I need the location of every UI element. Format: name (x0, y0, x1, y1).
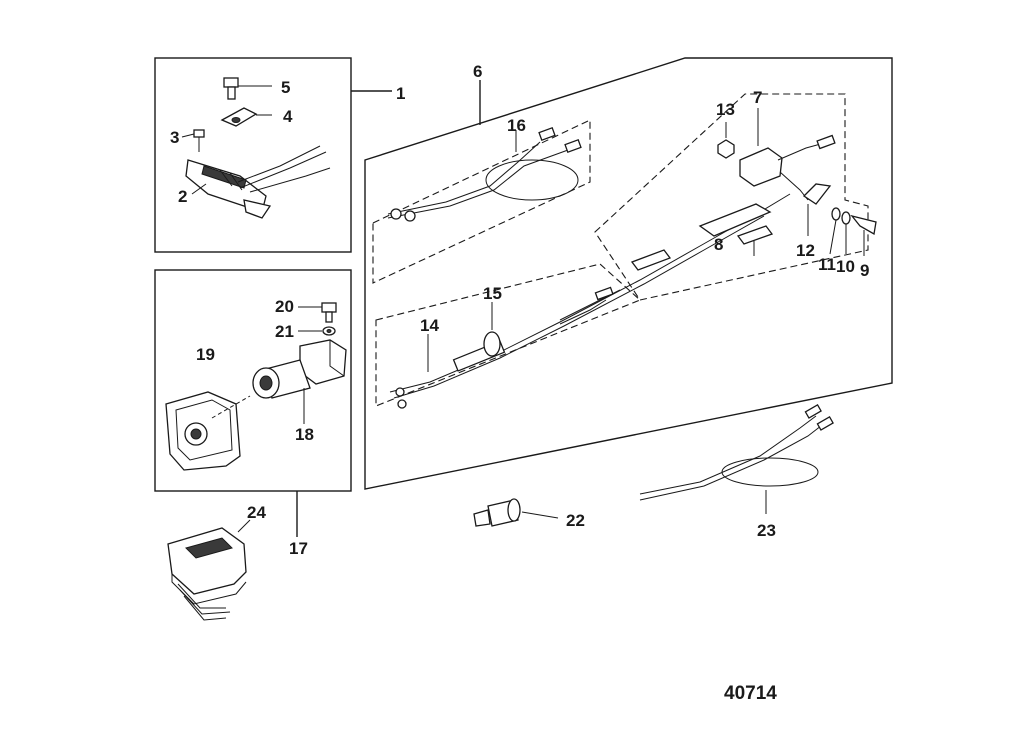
callout-12: 12 (796, 241, 815, 260)
frame-harness-6 (364, 57, 893, 490)
callout-21: 21 (275, 322, 294, 341)
callout-15: 15 (483, 284, 502, 303)
callout-7: 7 (753, 88, 762, 107)
part-3-screw (181, 129, 205, 152)
frame-assembly-17 (154, 269, 352, 537)
part-11-washer (829, 207, 841, 255)
part-2-terminal-block (185, 145, 331, 219)
callout-5: 5 (281, 78, 290, 97)
callout-4: 4 (283, 107, 293, 126)
part-20-screw (298, 302, 337, 323)
callout-2: 2 (178, 187, 187, 206)
part-9-screw (850, 214, 877, 256)
part-16-harness (387, 127, 582, 222)
callout-8: 8 (714, 235, 723, 254)
callout-3: 3 (170, 128, 179, 147)
callout-23: 23 (757, 521, 776, 540)
callout-labels: 1 2 3 4 5 6 7 8 9 10 11 12 13 14 15 16 1… (170, 62, 869, 558)
part-12-terminal (802, 183, 832, 236)
callout-14: 14 (420, 316, 439, 335)
callout-19: 19 (196, 345, 215, 364)
part-4-clamp (220, 107, 272, 127)
part-24-module (167, 519, 251, 621)
part-13-nut (717, 122, 735, 159)
callout-9: 9 (860, 261, 869, 280)
callout-16: 16 (507, 116, 526, 135)
part-23-harness (639, 404, 834, 514)
frame-assembly-1 (154, 57, 392, 253)
callout-1: 1 (396, 84, 405, 103)
diagram-reference-number: 40714 (724, 683, 777, 704)
callout-17: 17 (289, 539, 308, 558)
callout-6: 6 (473, 62, 482, 81)
callout-13: 13 (716, 100, 735, 119)
callout-22: 22 (566, 511, 585, 530)
part-21-washer (298, 326, 336, 336)
callout-10: 10 (836, 257, 855, 276)
part-harness-main (389, 193, 791, 409)
part-8-fuse (736, 225, 774, 256)
callout-20: 20 (275, 297, 294, 316)
callout-24: 24 (247, 503, 266, 522)
part-5-screw (223, 77, 272, 100)
inset-16 (372, 119, 591, 284)
part-18-switch (252, 339, 347, 424)
part-10-washer (841, 211, 851, 254)
inset-14 (375, 263, 642, 407)
part-19-plate (165, 391, 251, 471)
callout-18: 18 (295, 425, 314, 444)
inset-7 (594, 93, 869, 301)
part-22-sensor (473, 498, 559, 527)
callout-11: 11 (818, 255, 836, 274)
part-7-fuse-holder (739, 108, 836, 201)
